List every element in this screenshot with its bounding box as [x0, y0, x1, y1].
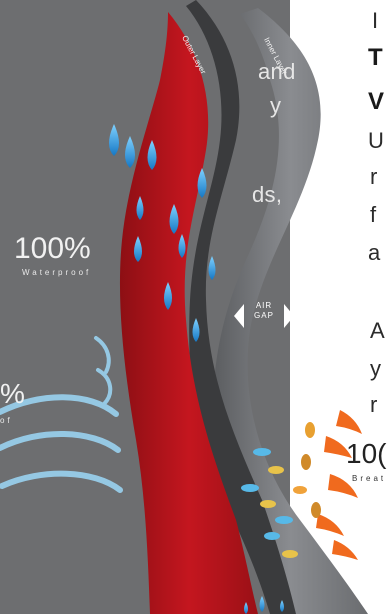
raindrop — [125, 136, 135, 168]
vapor-particle — [311, 502, 321, 518]
vapor-particle — [301, 454, 311, 470]
vapor-particle — [264, 532, 280, 540]
breathable-stat-caption: Breat — [352, 474, 386, 483]
right-copy-line-8: A — [370, 318, 385, 344]
waterproof-stat-caption: Waterproof — [22, 268, 91, 277]
vapor-particle — [241, 484, 259, 492]
raindrop — [260, 596, 265, 612]
heat-flame — [336, 410, 362, 434]
wind-swoosh — [2, 474, 120, 490]
breathable-stat-value: 10( — [346, 438, 386, 470]
right-copy-line-2: T — [368, 44, 383, 72]
right-copy-line-10: r — [370, 392, 377, 418]
right-copy-line-5: r — [370, 164, 377, 190]
heat-flame — [332, 540, 358, 560]
raindrop — [109, 124, 119, 156]
wind-swoosh — [98, 370, 110, 404]
vapor-particle — [282, 550, 298, 558]
right-copy-line-1: I — [372, 8, 378, 34]
heat-flame-group — [316, 410, 362, 560]
right-copy-line-3: V — [368, 88, 384, 116]
left-copy-line-3: ds, — [252, 182, 282, 208]
right-copy-line-7: a — [368, 240, 380, 266]
air-gap-line-2: GAP — [248, 311, 280, 321]
windproof-stat-value: % — [0, 378, 25, 410]
right-copy-line-4: U — [368, 128, 384, 154]
left-copy-line-2: y — [270, 93, 281, 119]
wind-swoosh-group — [0, 338, 120, 490]
vapor-particle — [268, 466, 284, 474]
vapor-particle — [305, 422, 315, 438]
vapor-particle — [293, 486, 307, 494]
heat-flame — [316, 514, 344, 536]
waterproof-stat-value: 100% — [14, 232, 91, 266]
windproof-stat-caption: of — [0, 416, 13, 425]
vapor-particle — [275, 516, 293, 524]
right-arrow-icon — [284, 304, 294, 328]
raindrop — [209, 256, 216, 280]
right-copy-line-6: f — [370, 202, 376, 228]
wind-swoosh — [0, 434, 118, 450]
right-copy-line-9: y — [370, 356, 381, 382]
vapor-particle — [260, 500, 276, 508]
air-gap-line-1: AIR — [248, 301, 280, 311]
air-gap-label: AIR GAP — [248, 301, 280, 321]
wind-swoosh — [96, 338, 109, 372]
vapor-particle — [253, 448, 271, 456]
